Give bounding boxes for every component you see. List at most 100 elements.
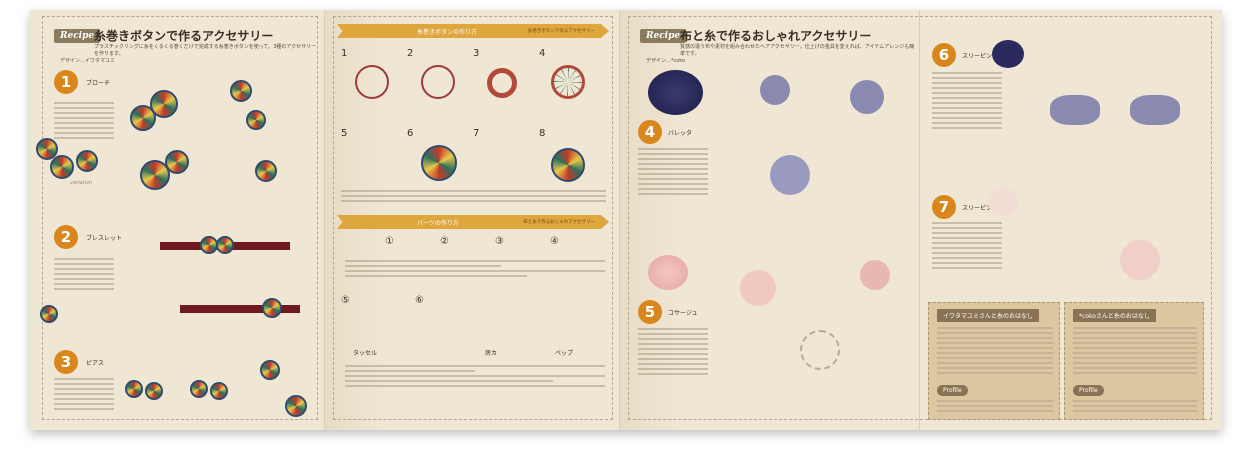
step-number: ⑤ xyxy=(341,295,350,306)
technique-band: 糸巻きボタンの作り方 糸巻きボタンで作るアクセサリー xyxy=(337,24,609,38)
band-label: 糸巻きボタンの作り方 xyxy=(417,29,478,36)
ring-illustration xyxy=(355,65,389,99)
section-label: コサージュ xyxy=(668,310,698,317)
panel-three-pin: 6 スリーピン 7 スリーピン イワタマユミさんと糸のおはなし Profile … xyxy=(920,10,1222,430)
section-label: バレッタ xyxy=(668,130,693,137)
materials-text xyxy=(638,328,708,378)
earring-illustration xyxy=(125,380,143,398)
photo-three-pin xyxy=(992,40,1024,68)
flower-illustration xyxy=(1120,240,1160,280)
band-right-label: 糸巻きボタンで作るアクセサリー xyxy=(527,29,595,34)
section-label: ピアス xyxy=(86,360,105,367)
panel-technique: 糸巻きボタンの作り方 糸巻きボタンで作るアクセサリー 1 2 3 4 5 6 7… xyxy=(325,10,620,430)
flower-illustration xyxy=(740,270,776,306)
bow-illustration xyxy=(1050,95,1100,125)
recipe-tag: Recipe xyxy=(640,29,687,43)
dashed-frame xyxy=(628,16,918,420)
leaflet: Recipe 糸巻きボタンで作るアクセサリー プラスチックリングに糸をくるくる巻… xyxy=(30,10,1222,430)
parts-diagram xyxy=(345,365,605,390)
step-number: 7 xyxy=(473,128,480,139)
profile-text xyxy=(937,400,1053,415)
earring-illustration xyxy=(145,382,163,400)
photo-brooch xyxy=(36,138,58,160)
section-label: ブローチ xyxy=(86,80,111,87)
recipe-tag: Recipe xyxy=(54,29,101,43)
section-badge: 7 xyxy=(932,195,956,219)
section-label: スリーピン xyxy=(962,205,993,212)
step-number: 2 xyxy=(407,48,414,59)
earring-illustration xyxy=(190,380,208,398)
materials-text xyxy=(54,378,114,413)
story-heading: *cokoさんと糸のおはなし xyxy=(1073,309,1156,322)
section-label: ブレスレット xyxy=(86,235,123,242)
profile-label: Profile xyxy=(1073,385,1104,396)
ring-illustration xyxy=(551,148,585,182)
materials-text xyxy=(54,102,114,142)
band-label: パーツの作り方 xyxy=(417,220,459,227)
section-badge: 5 xyxy=(638,300,662,324)
band-right-label: 布と糸で作るおしゃれアクセサリー xyxy=(523,220,595,225)
step-number: ① xyxy=(385,236,394,247)
ring-illustration xyxy=(551,65,585,99)
earring-illustration xyxy=(210,382,228,400)
photo-brooch xyxy=(76,150,98,172)
photo-barrette xyxy=(648,70,703,115)
materials-text xyxy=(932,222,1002,272)
recipe-title: 布と糸で作るおしゃれアクセサリー xyxy=(680,29,872,43)
thread-button-illustration xyxy=(150,90,178,118)
step-number: ② xyxy=(440,236,449,247)
story-box: イワタマユミさんと糸のおはなし Profile xyxy=(928,302,1060,420)
recipe-title: 糸巻きボタンで作るアクセサリー xyxy=(94,29,274,43)
panel-thread-button-recipe: Recipe 糸巻きボタンで作るアクセサリー プラスチックリングに糸をくるくる巻… xyxy=(30,10,325,430)
profile-label: Profile xyxy=(937,385,968,396)
photo-bracelet xyxy=(40,305,58,323)
story-box: *cokoさんと糸のおはなし Profile xyxy=(1064,302,1204,420)
photo-earring xyxy=(285,395,307,417)
dashed-frame xyxy=(42,16,318,420)
materials-text xyxy=(932,72,1002,132)
technique-band: パーツの作り方 布と糸で作るおしゃれアクセサリー xyxy=(337,215,609,229)
bow-illustration xyxy=(1130,95,1180,125)
step-number: 3 xyxy=(473,48,480,59)
part-label: タッセル xyxy=(353,350,378,357)
story-heading: イワタマユミさんと糸のおはなし xyxy=(937,309,1040,322)
thread-button-illustration xyxy=(246,110,266,130)
thread-button-illustration xyxy=(230,80,252,102)
photo-corsage xyxy=(648,255,688,290)
story-text xyxy=(937,327,1053,377)
recipe-subtitle: プラスチックリングに糸をくるくる巻くだけで完成する糸巻きボタンを使って、3種のア… xyxy=(94,44,317,57)
credit: デザイン…イワタマユミ xyxy=(60,58,116,64)
parts-diagram xyxy=(345,260,605,280)
step-number: ④ xyxy=(550,236,559,247)
flower-illustration xyxy=(800,330,840,370)
profile-text xyxy=(1073,400,1197,415)
ring-illustration xyxy=(421,145,457,181)
step-number: 4 xyxy=(539,48,546,59)
step-number: 5 xyxy=(341,128,348,139)
photo-three-pin xyxy=(988,188,1018,216)
bracelet-strap xyxy=(180,305,300,313)
section-badge: 6 xyxy=(932,43,956,67)
materials-text xyxy=(54,258,114,293)
step-number: 1 xyxy=(341,48,348,59)
instructions-text xyxy=(341,190,606,205)
step-number: ③ xyxy=(495,236,504,247)
ring-illustration xyxy=(487,68,517,98)
section-badge: 1 xyxy=(54,70,78,94)
credit: デザイン…*coko xyxy=(646,58,686,64)
thread-button-illustration xyxy=(255,160,277,182)
flower-illustration xyxy=(860,260,890,290)
ring-illustration xyxy=(421,65,455,99)
photo-earring xyxy=(260,360,280,380)
fabric-illustration xyxy=(850,80,884,114)
step-number: 6 xyxy=(407,128,414,139)
section-label: スリーピン xyxy=(962,53,993,60)
recipe-subtitle: 質感の違う布や素材を組み合わせたヘアアクセサリー。仕上げの金具を変えれば、アイテ… xyxy=(680,44,915,57)
step-number: ⑥ xyxy=(415,295,424,306)
part-label: ペップ xyxy=(555,350,574,357)
fabric-illustration xyxy=(760,75,790,105)
thread-button-illustration xyxy=(165,150,189,174)
section-badge: 3 xyxy=(54,350,78,374)
dashed-frame xyxy=(333,16,613,420)
photo-brooch xyxy=(50,155,74,179)
